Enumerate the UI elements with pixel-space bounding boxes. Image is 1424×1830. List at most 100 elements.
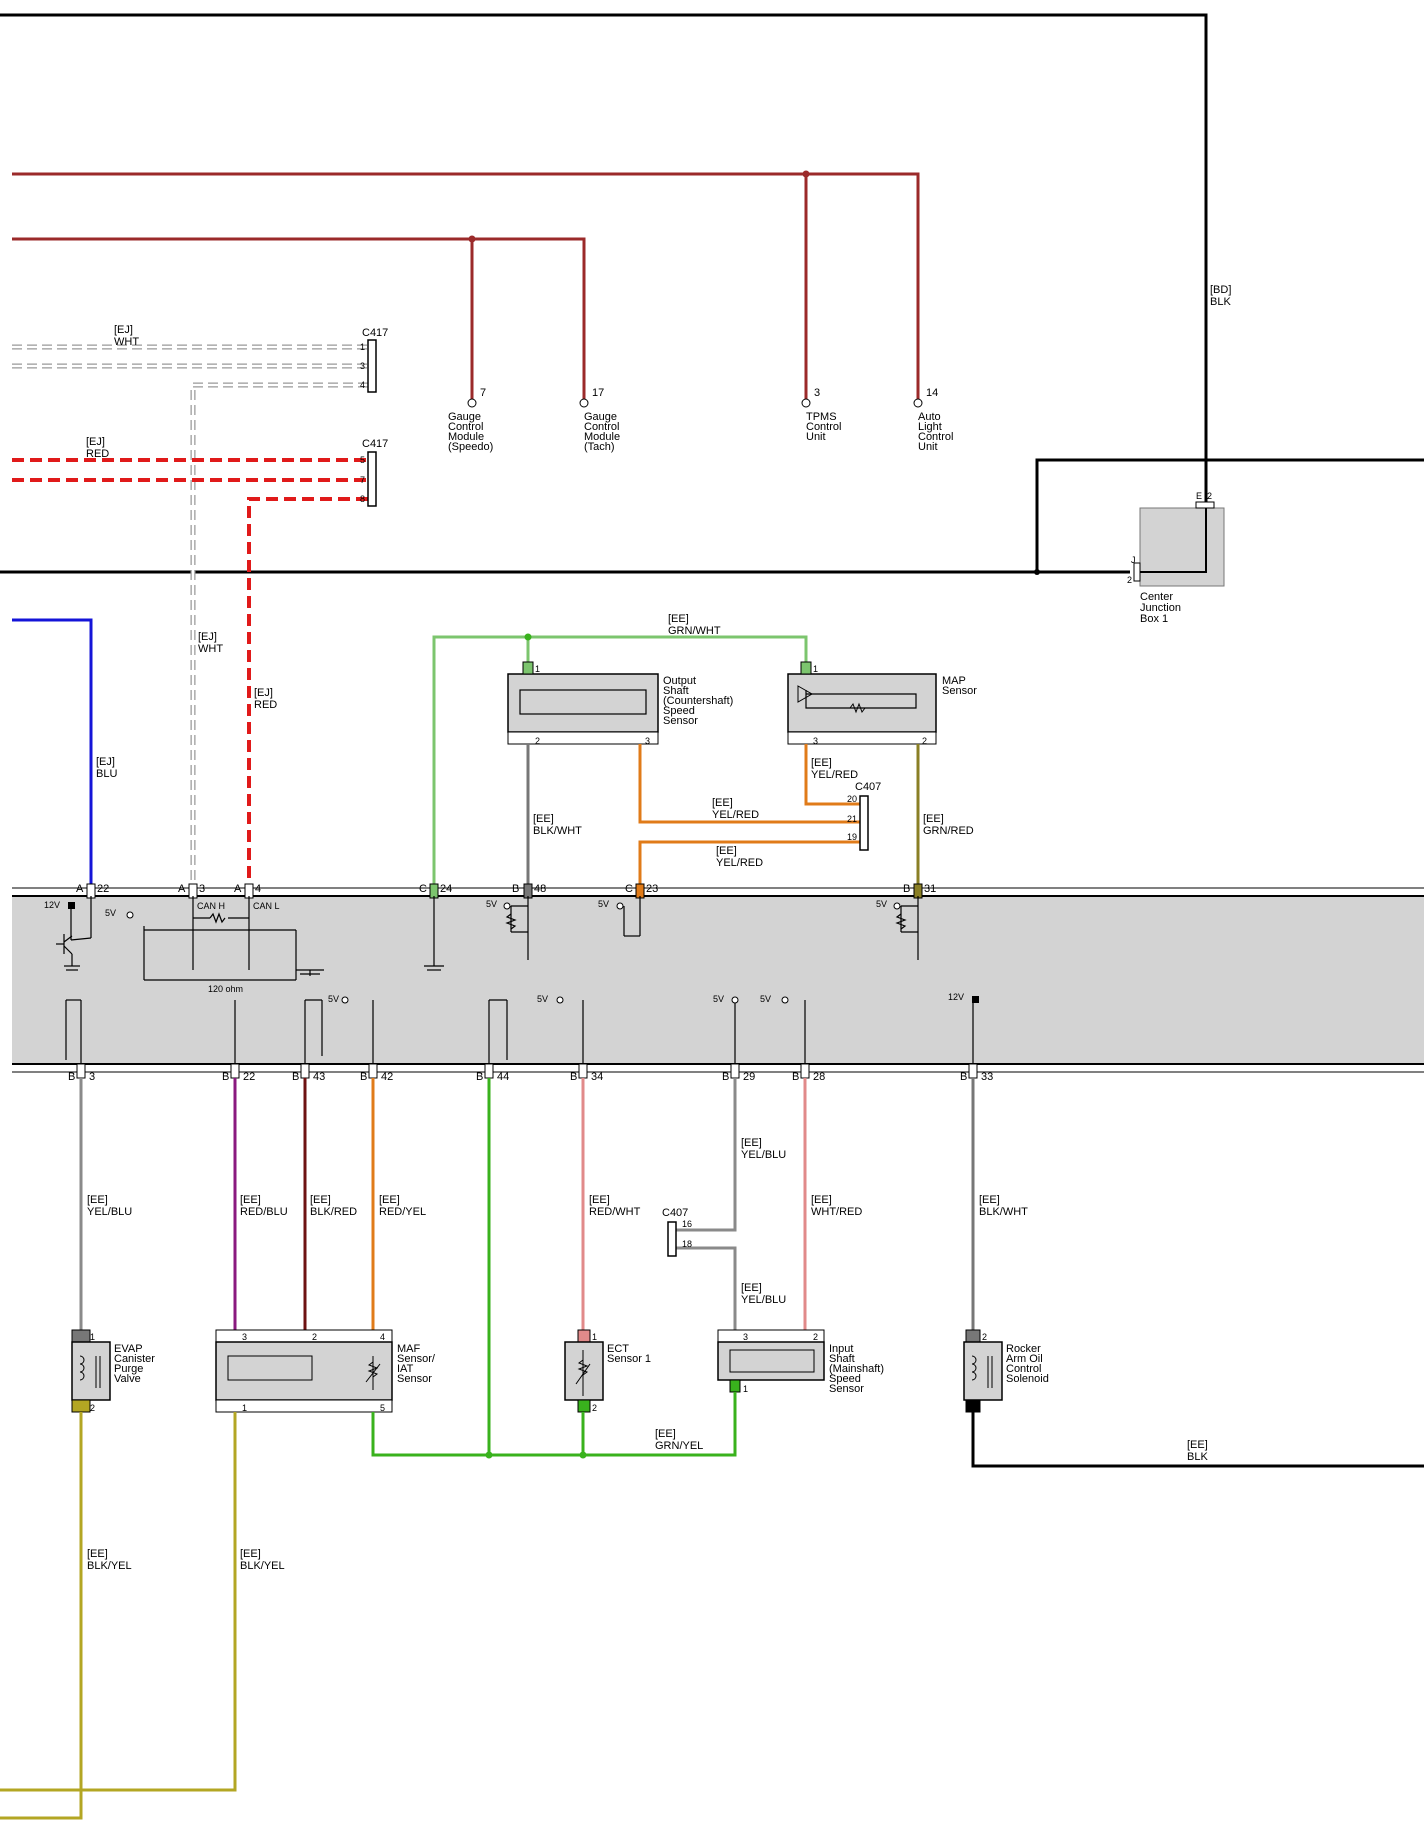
wire-label-bus: [EJ] [96,756,115,768]
svg-text:44: 44 [497,1071,509,1083]
ecm-bottom-pin: B 22 [222,1063,255,1083]
cjb-pin-e [1195,501,1215,509]
v5-source [616,902,624,910]
svg-text:B: B [68,1071,75,1083]
wire-ee-blk-yel-1 [0,1412,83,1820]
ecm-internal-lower [65,999,974,1064]
svg-text:C417: C417 [362,327,388,339]
svg-text:28: 28 [813,1071,825,1083]
svg-text:B: B [222,1071,229,1083]
svg-text:1: 1 [535,664,540,674]
wire-label-bus: [EE] [811,757,832,769]
svg-text:3: 3 [89,1071,95,1083]
svg-text:MAP Sensor: MAP Sensor [942,675,977,697]
svg-text:B: B [722,1071,729,1083]
svg-text:3: 3 [199,883,205,895]
wire-label-color: YEL/BLU [741,1294,786,1306]
svg-text:1: 1 [813,664,818,674]
svg-text:MAF Sensor/ IAT: MAF Sensor/ IAT Sensor [397,1343,438,1385]
center-junction-box [1139,507,1225,587]
sensor-ect: 1 2 ECT Sensor 1 [564,1329,651,1413]
wire-label-color: BLU [96,768,117,780]
svg-text:3: 3 [645,736,650,746]
v5-source [126,911,134,919]
svg-text:42: 42 [381,1071,393,1083]
svg-text:4: 4 [380,1332,385,1342]
svg-text:Output Shaft (Coun: Output Shaft (Countershaft) Speed Sensor [663,675,736,727]
ecm-v5: 5V [537,994,548,1004]
wire-blk-frame [1035,458,1424,572]
svg-text:1: 1 [90,1332,95,1342]
wire-red-2 [12,237,586,400]
ecm-v5: 5V [328,994,339,1004]
ecm-v5: 5V [486,899,497,909]
wire-label-color: WHT/RED [811,1206,862,1218]
connector-c407-b: C407 16 18 [662,1207,692,1257]
svg-text:C: C [419,883,427,895]
svg-text:23: 23 [646,883,658,895]
wire-label-color: RED/YEL [379,1206,426,1218]
svg-text:2: 2 [982,1332,987,1342]
wire-label-bus: [EE] [923,813,944,825]
cjb-line: Center [1140,591,1173,603]
svg-text:7: 7 [480,387,486,399]
svg-text:24: 24 [440,883,452,895]
module-tpms: 3 TPMS Control Unit [801,387,841,443]
v5-source [893,902,901,910]
wire-label-color: YEL/BLU [87,1206,132,1218]
sensor-input-shaft: 3 2 1 Input Shaft (Mainshaft) Speed Sens… [717,1329,884,1395]
svg-text:1: 1 [242,1403,247,1413]
wire-label-bus: [EE] [712,797,733,809]
v5-source [781,996,789,1004]
svg-text:B: B [476,1071,483,1083]
connector-c407-a: C407 20 21 19 [847,781,881,851]
svg-text:31: 31 [924,883,936,895]
svg-text:18: 18 [682,1239,692,1249]
wire-label-bus: [EE] [655,1428,676,1440]
sensor-map: 1 3 2 MAP Sensor [787,661,977,746]
splice [524,633,532,641]
wire-label-bus: [EE] [716,845,737,857]
sensor-maf: 3 2 4 1 5 MAF Sensor/ IAT Sensor [215,1329,438,1413]
wire-label-bus: [EJ] [86,436,105,448]
wire-label-bus: [EE] [741,1282,762,1294]
svg-text:C417: C417 [362,438,388,450]
svg-text:2: 2 [592,1403,597,1413]
svg-text:2: 2 [90,1403,95,1413]
wire-label-color: GRN/YEL [655,1440,703,1452]
v12-source [972,996,979,1003]
wire-label-bus: [EE] [240,1194,261,1206]
cjb-line: Junction [1140,602,1181,614]
module-gauge-speedo: 7 Gauge Control Module (Speedo) [448,387,493,453]
svg-text:3: 3 [360,361,365,371]
ecm-internal-upper [56,896,919,981]
svg-text:B: B [792,1071,799,1083]
wire-red-1 [12,172,920,400]
wire-label-color: GRN/WHT [668,625,721,637]
cjb-label: Center Junction Box 1 [1140,591,1184,625]
v5-source [503,902,511,910]
svg-text:5: 5 [380,1403,385,1413]
sensor-output-shaft: 1 2 3 Output Shaft (Countershaft) Speed … [507,661,736,746]
wire-label-color: BLK/YEL [240,1560,285,1572]
svg-text:Gauge Control Modu: Gauge Control Module (Tach) [584,411,623,453]
svg-text:Auto Light Control: Auto Light Control Unit [918,411,957,453]
ecm-v5: 5V [713,994,724,1004]
wire-ee-blk-yel-2 [0,1412,237,1792]
wire-ee-yel-red-oss [638,744,860,824]
svg-text:22: 22 [243,1071,255,1083]
wire-ee-yel-red-23 [638,840,860,888]
wire-label-color: WHT [114,336,139,348]
cjb-pin-j [1133,562,1141,582]
ecm-v5: 5V [876,899,887,909]
svg-text:1: 1 [360,342,365,352]
svg-text:B: B [903,883,910,895]
svg-text:48: 48 [534,883,546,895]
svg-text:A: A [76,883,84,895]
wire-bd-blk [0,13,1208,508]
ecm-v12: 12V [948,992,964,1002]
wire-label-bus: [EE] [379,1194,400,1206]
